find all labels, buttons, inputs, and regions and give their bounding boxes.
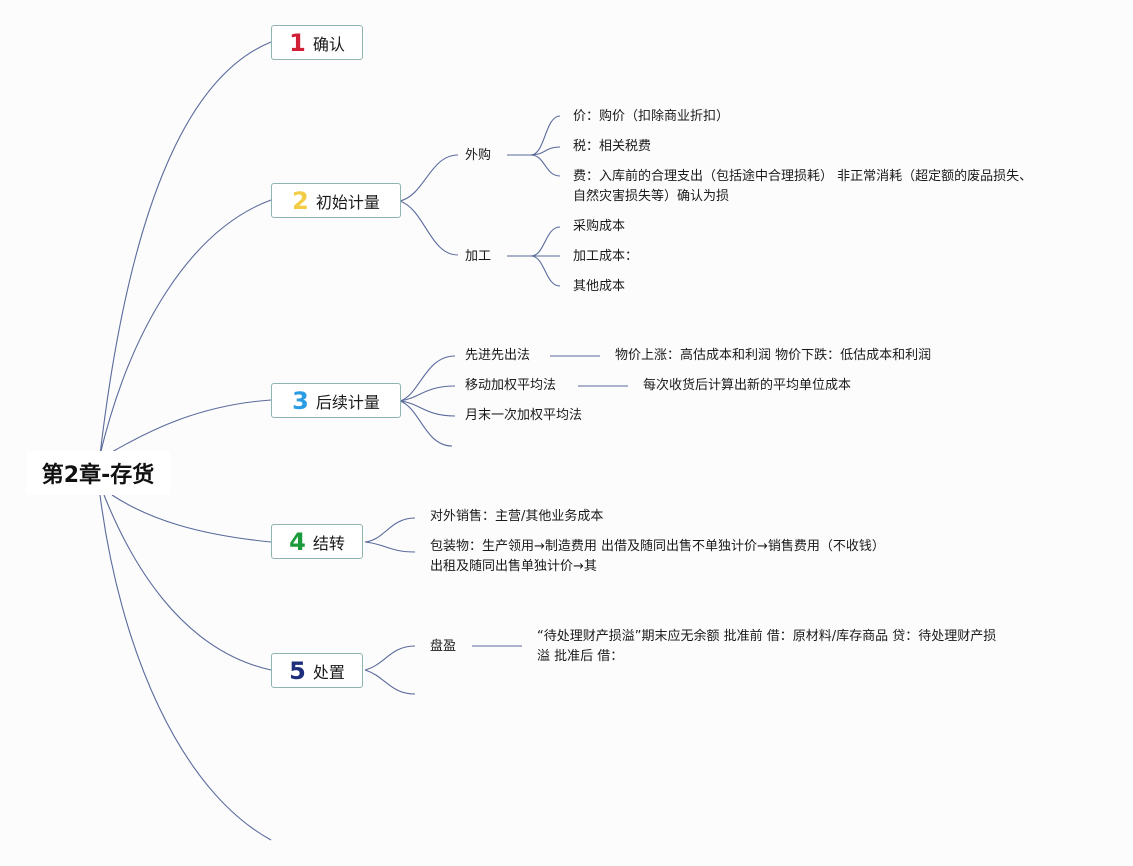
- topic-processing[interactable]: 加工: [465, 249, 492, 264]
- topic-other-cost[interactable]: 其他成本: [573, 279, 626, 294]
- topic-fee-line-1: 费：入库前的合理支出（包括途中合理损耗） 非正常消耗（超定额的废品损失、: [573, 169, 1033, 184]
- number-1-icon: 1: [289, 28, 306, 57]
- note-surplus-line-1: “待处理财产损溢”期末应无余额 批准前 借：原材料/库存商品 贷：待处理财产损: [537, 629, 997, 644]
- topic-processing-cost[interactable]: 加工成本：: [573, 249, 639, 264]
- branch-disposal[interactable]: 5 处置: [271, 653, 363, 688]
- topic-monthly-average[interactable]: 月末一次加权平均法: [465, 408, 583, 423]
- root-title: 第2章-存货: [41, 463, 155, 488]
- branch-subsequent-measurement[interactable]: 3 后续计量: [271, 383, 401, 418]
- topic-fee-line-2: 自然灾害损失等）确认为损: [573, 189, 730, 204]
- topic-purchase[interactable]: 外购: [465, 148, 492, 163]
- link-root-confirm: [99, 41, 272, 456]
- topic-fee[interactable]: 费：入库前的合理支出（包括途中合理损耗） 非正常消耗（超定额的废品损失、 自然灾…: [573, 167, 1032, 207]
- note-surplus[interactable]: “待处理财产损溢”期末应无余额 批准前 借：原材料/库存商品 贷：待处理财产损 …: [537, 627, 996, 667]
- link-root-initial: [99, 199, 272, 456]
- note-moving-average[interactable]: 每次收货后计算出新的平均单位成本: [643, 378, 852, 393]
- branch-label: 初始计量: [315, 192, 380, 212]
- topic-packaging-line-1: 包装物：生产领用→制造费用 出借及随同出售不单独计价→销售费用（不收钱）: [430, 539, 885, 554]
- topic-tax[interactable]: 税：相关税费: [573, 139, 652, 154]
- number-5-icon: 5: [289, 656, 306, 685]
- link-root-extra: [99, 494, 272, 841]
- branch-label: 确认: [312, 34, 345, 54]
- number-3-icon: 3: [292, 386, 309, 415]
- branch-label: 处置: [312, 662, 345, 682]
- link-root-disposal: [103, 494, 272, 671]
- branch-label: 后续计量: [315, 392, 380, 412]
- number-2-icon: 2: [292, 186, 309, 215]
- branch-confirm[interactable]: 1 确认: [271, 25, 363, 60]
- link-initial-purchase: [399, 154, 459, 202]
- topic-external-sales[interactable]: 对外销售：主营/其他业务成本: [430, 509, 604, 524]
- topic-price[interactable]: 价：购价（扣除商业折扣）: [573, 109, 730, 124]
- branch-carryover[interactable]: 4 结转: [271, 524, 363, 559]
- note-surplus-line-2: 溢 批准后 借：: [537, 649, 624, 664]
- link-root-subsequent: [111, 399, 272, 453]
- link-initial-process: [399, 200, 459, 256]
- topic-packaging[interactable]: 包装物：生产领用→制造费用 出借及随同出售不单独计价→销售费用（不收钱） 出租及…: [430, 537, 885, 577]
- branch-label: 结转: [312, 533, 345, 553]
- topic-purchase-cost[interactable]: 采购成本: [573, 219, 626, 234]
- topic-packaging-line-2: 出租及随同出售单独计价→其: [430, 559, 597, 574]
- topic-fifo[interactable]: 先进先出法: [465, 348, 531, 363]
- branch-initial-measurement[interactable]: 2 初始计量: [271, 183, 401, 218]
- link-root-carryover: [111, 494, 272, 543]
- root-topic[interactable]: 第2章-存货: [26, 451, 170, 495]
- number-4-icon: 4: [289, 527, 306, 556]
- topic-surplus[interactable]: 盘盈: [430, 639, 457, 654]
- note-fifo[interactable]: 物价上涨：高估成本和利润 物价下跌：低估成本和利润: [615, 348, 932, 363]
- topic-moving-average[interactable]: 移动加权平均法: [465, 378, 557, 393]
